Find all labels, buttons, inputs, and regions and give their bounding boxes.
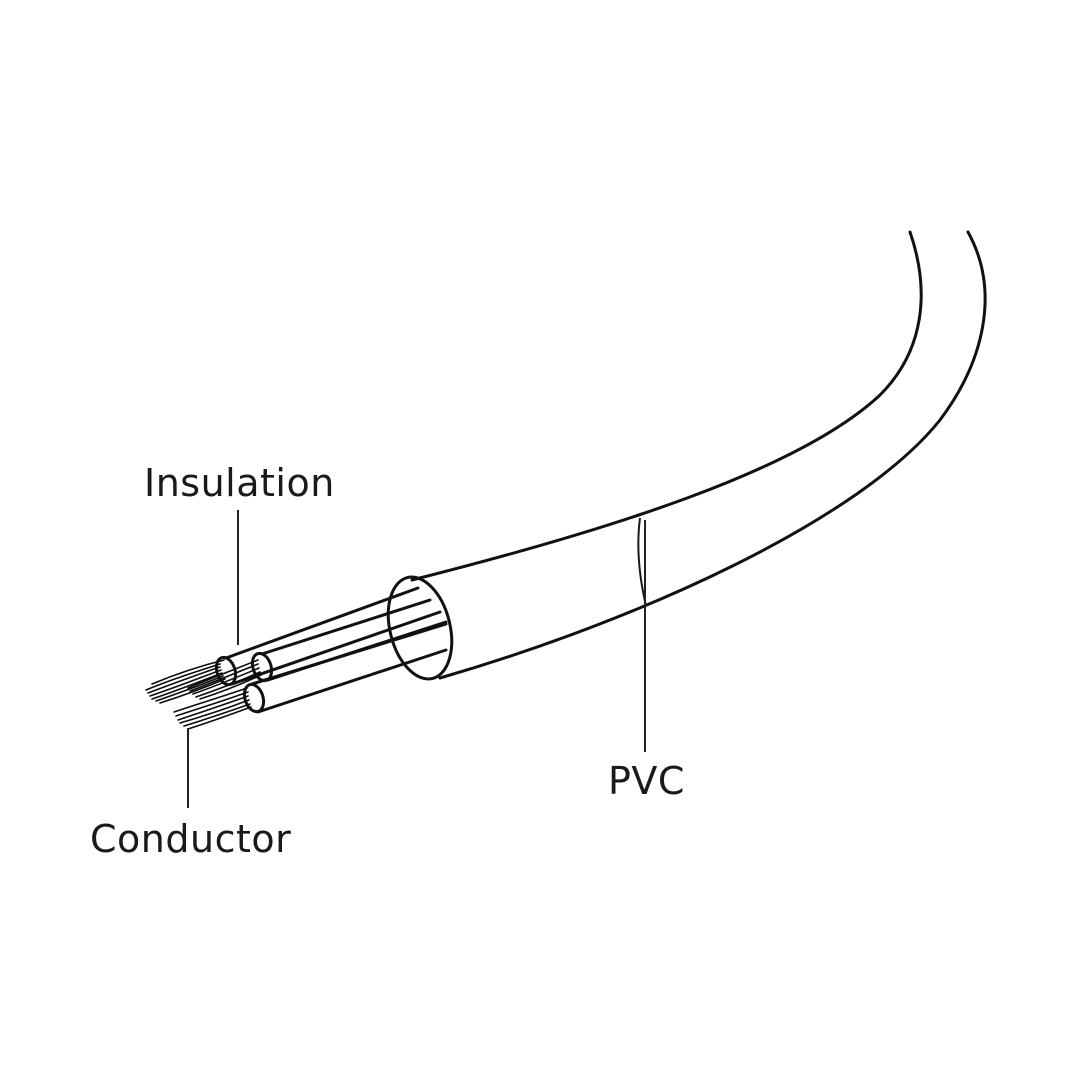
- conductor-strands-top: [145, 659, 226, 704]
- conductor-strands-middle: [187, 659, 262, 700]
- pvc-jacket: [386, 230, 987, 681]
- conductor-label: Conductor: [90, 817, 291, 861]
- conductor-strands-bottom: [173, 687, 252, 730]
- insulation-label: Insulation: [144, 461, 335, 505]
- pvc-label: PVC: [608, 759, 685, 803]
